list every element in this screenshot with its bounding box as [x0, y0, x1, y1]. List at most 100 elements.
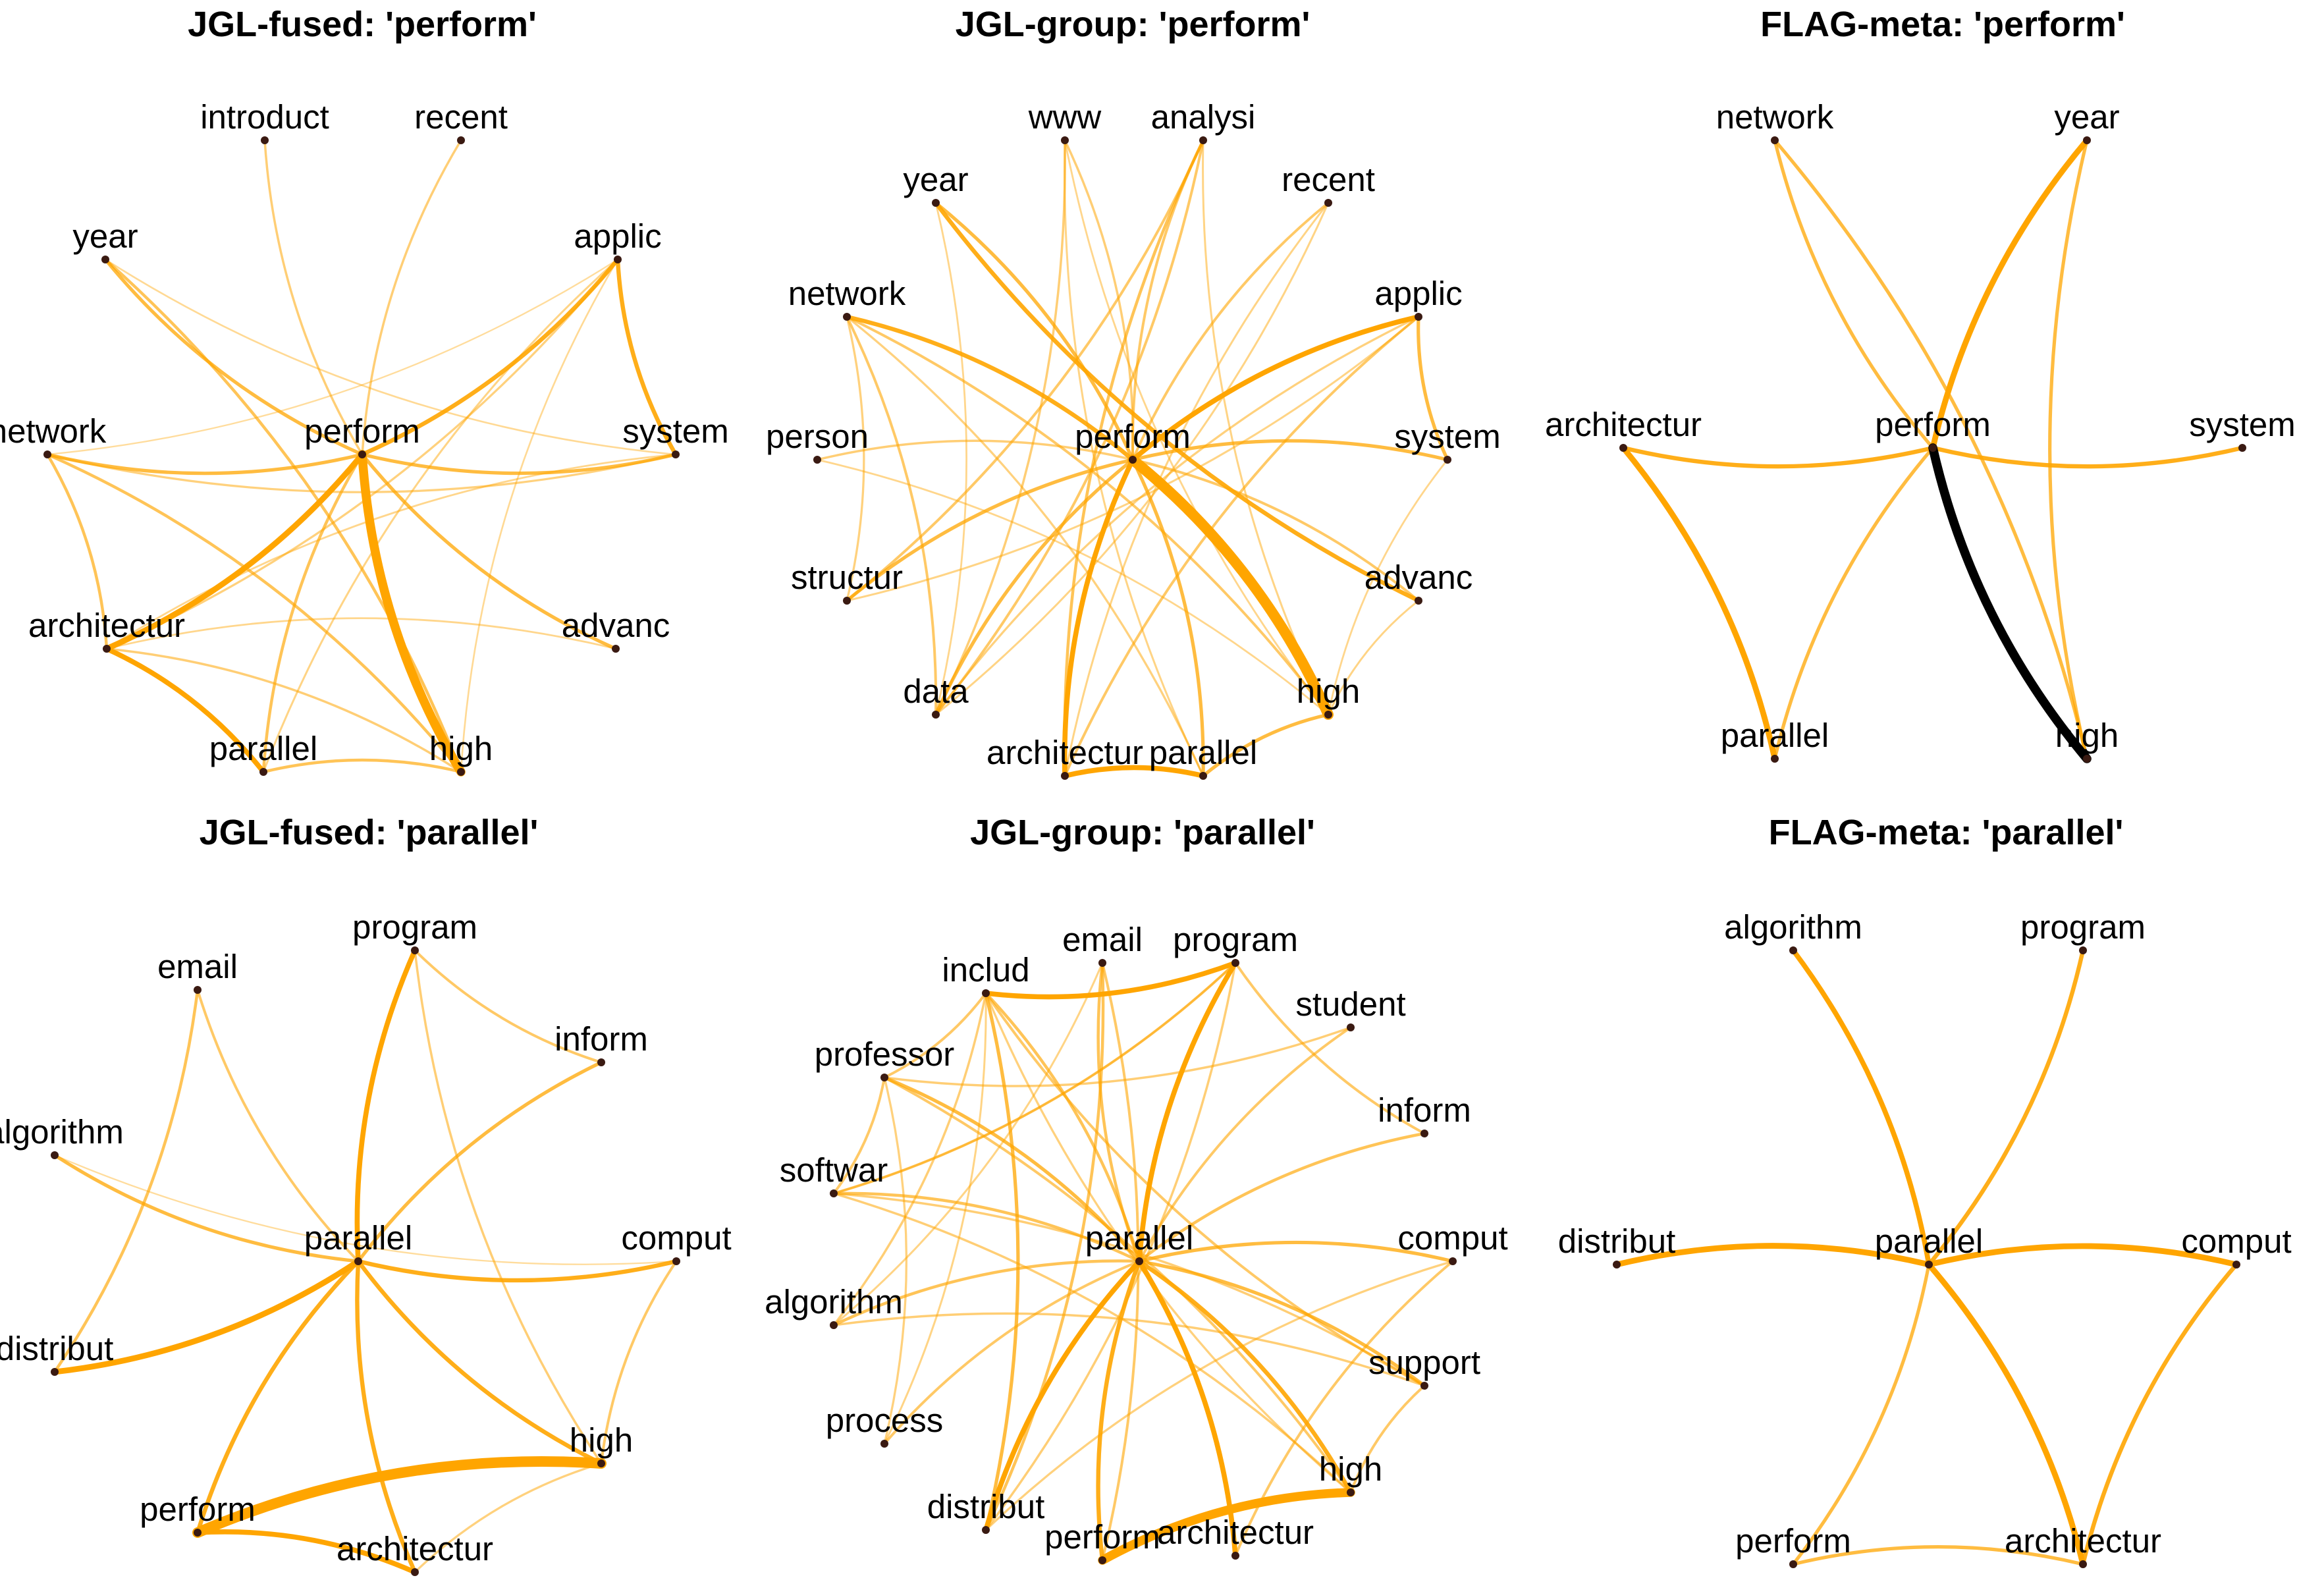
node-label-support: support: [1368, 1344, 1480, 1381]
node-label-network: network: [1716, 98, 1834, 136]
edge-network-data: [846, 315, 938, 716]
node-perform: [1129, 456, 1137, 464]
node-label-parallel: parallel: [1149, 734, 1257, 771]
edge-parallel-inform: [356, 1060, 603, 1263]
node-label-advanc: advanc: [562, 607, 670, 644]
node-label-recent: recent: [1282, 161, 1375, 198]
node-algorithm: [830, 1321, 838, 1329]
edge-parallel-email: [196, 989, 360, 1263]
edge-includ-program: [983, 960, 1238, 1000]
node-architectur: [2079, 1560, 2087, 1568]
node-label-perform: perform: [1075, 418, 1191, 455]
edge-data-applic: [934, 315, 1420, 716]
node-label-distribut: distribut: [1558, 1222, 1676, 1260]
edge-system-high: [1327, 458, 1449, 716]
edge-parallel-architectur: [355, 1259, 418, 1575]
node-label-www: www: [1028, 98, 1102, 136]
node-algorithm: [1789, 946, 1797, 954]
node-applic: [614, 256, 622, 263]
edge-perform-recent: [361, 139, 462, 456]
node-architectur: [1619, 444, 1627, 452]
node-label-softwar: softwar: [780, 1151, 888, 1189]
node-network: [43, 450, 51, 458]
edge-high-www: [1064, 139, 1330, 716]
edges: [45, 139, 678, 777]
edge-parallel-distribut: [1613, 1243, 1932, 1268]
edge-network-parallel: [846, 315, 1204, 777]
node-label-applic: applic: [1374, 275, 1462, 312]
edge-parallel-comput: [1137, 1240, 1455, 1263]
edge-applic-architectur: [105, 258, 619, 650]
edge-perform-year: [1930, 137, 2090, 451]
edge-parallel-high: [1137, 1259, 1353, 1495]
edge-perform-architectur: [1621, 445, 1935, 469]
edge-perform-parallel: [1131, 458, 1205, 778]
edge-perform-advanc: [1131, 458, 1420, 602]
edge-data-analysi: [934, 139, 1204, 716]
edge-perform-network: [844, 314, 1135, 462]
node-parallel: [1199, 772, 1207, 780]
node-label-process: process: [826, 1402, 944, 1439]
node-label-introduct: introduct: [200, 98, 329, 136]
edge-program-inform: [414, 949, 603, 1064]
node-label-comput: comput: [621, 1219, 731, 1257]
edge-network-high: [45, 452, 463, 774]
node-distribut: [1613, 1261, 1621, 1268]
edge-perform-architectur: [1062, 457, 1135, 778]
edge-perform-person: [816, 439, 1134, 461]
edge-perform-system: [1930, 445, 2245, 469]
panel-title: JGL-fused: 'perform': [188, 5, 537, 44]
edges: [816, 138, 1449, 778]
edge-parallel-perform: [195, 1259, 361, 1535]
node-distribut: [982, 1526, 990, 1534]
edge-perform-high: [1127, 454, 1334, 720]
node-label-parallel: parallel: [209, 730, 317, 767]
edge-applic-system: [1417, 315, 1449, 462]
edge-perform-network: [45, 452, 364, 476]
edge-perform-high: [192, 1456, 607, 1538]
edge-perform-year: [103, 258, 364, 456]
edge-perform-parallel: [261, 452, 364, 774]
edge-perform-high: [1098, 1488, 1355, 1565]
edge-parallel-support: [1137, 1259, 1426, 1388]
edge-program-softwar: [832, 962, 1237, 1195]
edge-parallel-program: [354, 948, 418, 1264]
edge-architectur-high: [414, 1462, 603, 1573]
edge-perform-system: [360, 452, 678, 476]
node-inform: [1420, 1130, 1428, 1137]
network-panel: JGL-group: 'parallel'emailincludprograms…: [765, 813, 1508, 1565]
edge-perform-high: [1928, 443, 2092, 763]
edge-professor-softwar: [832, 1076, 886, 1195]
edge-includ-professor: [883, 992, 987, 1079]
node-perform: [1098, 1556, 1106, 1564]
panel-title: FLAG-meta: 'parallel': [1769, 813, 2124, 852]
node-label-program: program: [352, 908, 477, 946]
node-program: [2079, 946, 2087, 954]
edge-process-includ: [883, 992, 987, 1445]
node-label-inform: inform: [1378, 1091, 1471, 1129]
node-data: [932, 711, 940, 719]
node-label-architectur: architectur: [1157, 1514, 1314, 1551]
edge-includ-distribut: [984, 991, 1020, 1532]
node-perform: [1929, 444, 1937, 452]
node-high: [457, 768, 465, 776]
node-perform: [358, 450, 366, 458]
edge-algorithm-support: [832, 1312, 1426, 1387]
edges: [1620, 137, 2245, 763]
node-label-email: email: [1062, 921, 1143, 958]
edge-parallel-algorithm: [832, 1259, 1141, 1327]
node-recent: [457, 136, 465, 144]
edge-parallel-high: [356, 1259, 604, 1466]
node-label-comput: comput: [1397, 1219, 1507, 1257]
node-label-structur: structur: [791, 559, 903, 596]
node-label-architectur: architectur: [337, 1530, 493, 1568]
edge-process-professor: [883, 1076, 908, 1445]
edge-parallel-high: [261, 758, 463, 774]
node-label-professor: professor: [815, 1035, 955, 1073]
node-system: [1444, 456, 1451, 464]
node-support: [1420, 1382, 1428, 1390]
edge-email-algorithm: [832, 962, 1104, 1326]
edge-applic-system: [615, 257, 678, 457]
edge-architectur-applic: [1064, 315, 1420, 777]
